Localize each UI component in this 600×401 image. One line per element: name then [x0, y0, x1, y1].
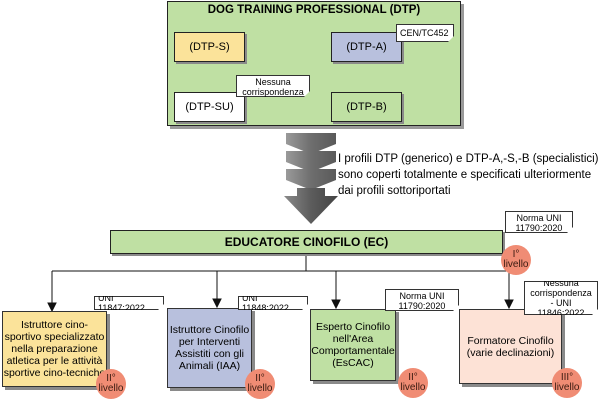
dtp-su-label: (DTP-SU)	[185, 101, 234, 113]
dtp-a-note-text: CEN/TC452	[400, 28, 449, 38]
profile-box-4: Formatore Cinofilo (varie declinazioni)	[459, 309, 562, 384]
dtp-b-box: (DTP-B)	[331, 92, 402, 122]
dtp-title: DOG TRAINING PROFESSIONAL (DTP)	[207, 4, 421, 16]
dtp-su-note-text: Nessuna corrispondenza	[242, 77, 304, 97]
ec-note-text: Norma UNI 11790:2020	[515, 213, 563, 233]
profile-note-text-2: UNI 11848:2022	[242, 293, 289, 313]
profile-text-2: Istruttore Cinofilo per Interventi Assis…	[169, 324, 250, 372]
arrow-description: I profili DTP (generico) e DTP-A,-S,-B (…	[338, 153, 599, 197]
ec-bar: EDUCATORE CINOFILO (EC)	[110, 230, 503, 254]
profile-box-1: Istruttore cino-sportivo specializzato n…	[2, 311, 107, 387]
dtp-s-box: (DTP-S)	[174, 32, 245, 62]
profile-level-text-1: II° livello	[98, 373, 124, 394]
ec-level-badge: I° livello	[501, 245, 531, 275]
dtp-a-box: (DTP-A)	[331, 32, 402, 62]
profile-note-1: UNI 11847:2022	[94, 296, 164, 310]
dtp-a-note: CEN/TC452	[396, 24, 454, 42]
dtp-su-note: Nessuna corrispondenza	[236, 75, 310, 97]
profile-level-badge-3: II° livello	[398, 368, 428, 398]
down-arrow-icon	[284, 133, 338, 224]
profile-level-text-4: III° livello	[554, 372, 580, 393]
profile-note-text-1: UNI 11847:2022	[98, 293, 145, 313]
profile-box-3: Esperto Cinofilo nell'Area Comportamenta…	[310, 309, 396, 381]
ec-level-text: I° livello	[503, 249, 529, 270]
ec-note: Norma UNI 11790:2020	[505, 211, 573, 233]
profile-level-text-2: II° livello	[247, 373, 273, 394]
dtp-a-label: (DTP-A)	[346, 41, 387, 53]
profile-note-text-4: Nessuna corrispondenza - UNI 11846:2022	[530, 278, 592, 318]
profile-note-text-3: Norma UNI 11790:2020	[398, 291, 446, 311]
profile-level-badge-4: III° livello	[552, 368, 582, 398]
dtp-su-box: (DTP-SU)	[174, 92, 245, 122]
dtp-s-label: (DTP-S)	[189, 41, 230, 53]
profile-note-4: Nessuna corrispondenza - UNI 11846:2022	[524, 281, 598, 315]
profile-text-4: Formatore Cinofilo (varie declinazioni)	[466, 334, 555, 359]
ec-title: EDUCATORE CINOFILO (EC)	[224, 235, 389, 249]
profile-note-3: Norma UNI 11790:2020	[385, 289, 459, 311]
dtp-b-label: (DTP-B)	[346, 101, 387, 113]
profile-note-2: UNI 11848:2022	[238, 296, 308, 310]
profile-level-text-3: II° livello	[400, 372, 426, 393]
profile-text-1: Istruttore cino-sportivo specializzato n…	[3, 319, 106, 379]
profile-level-badge-1: II° livello	[96, 369, 126, 399]
profile-level-badge-2: II° livello	[245, 369, 275, 399]
profile-box-2: Istruttore Cinofilo per Interventi Assis…	[167, 308, 252, 388]
profile-text-3: Esperto Cinofilo nell'Area Comportamenta…	[311, 321, 395, 369]
